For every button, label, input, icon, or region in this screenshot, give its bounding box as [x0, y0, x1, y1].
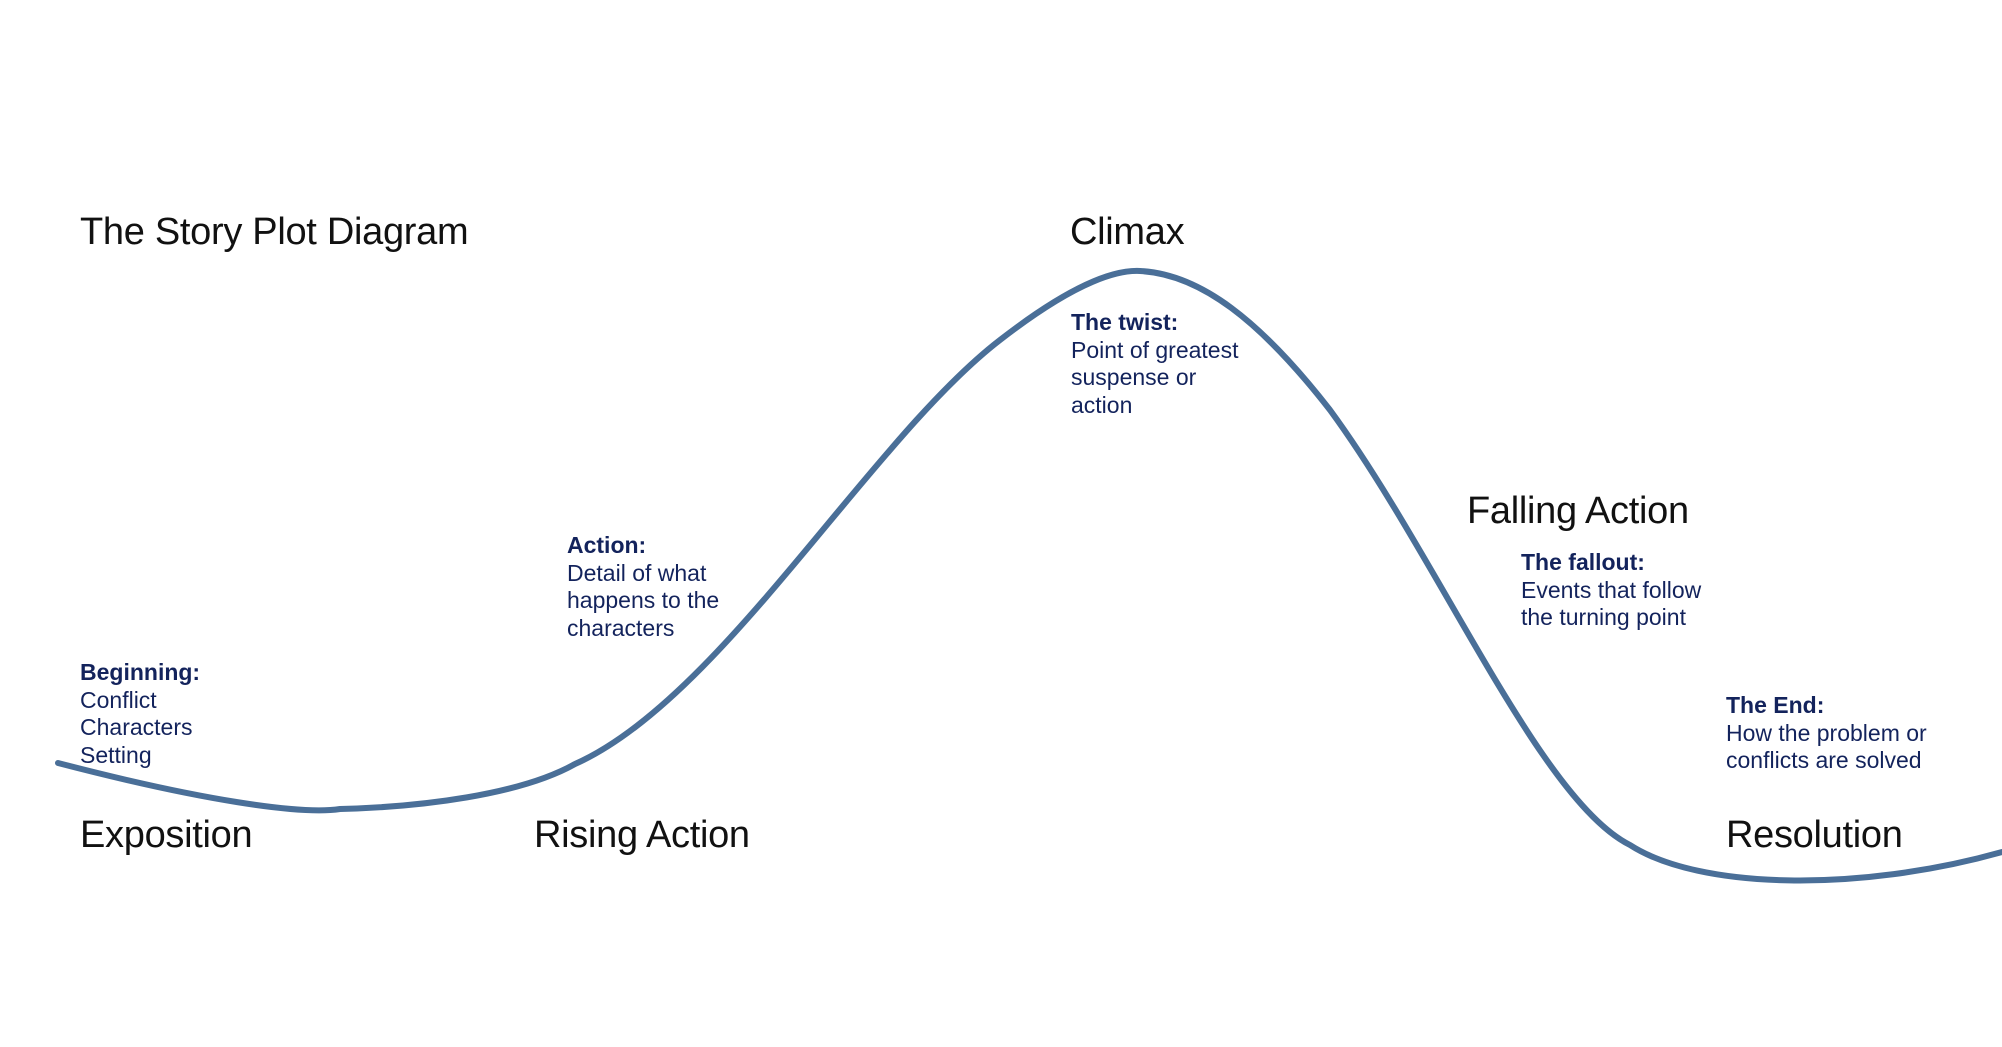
note-action-line: characters — [567, 614, 675, 641]
note-action-line: Detail of what — [567, 559, 707, 586]
stage-label-exposition: Exposition — [80, 814, 253, 856]
note-beginning-line: Characters — [80, 714, 193, 740]
note-beginning: Beginning: Conflict Characters Setting — [80, 659, 200, 769]
note-action-heading: Action: — [567, 532, 647, 558]
stage-label-climax: Climax — [1070, 211, 1185, 253]
stage-label-resolution: Resolution — [1726, 814, 1903, 856]
note-fallout-line: Events that follow — [1521, 576, 1702, 603]
plot-curve — [55, 267, 2002, 884]
diagram-title: The Story Plot Diagram — [80, 211, 469, 253]
note-twist-line: suspense or — [1071, 364, 1197, 390]
note-end: The End: How the problem or conflicts ar… — [1726, 692, 1927, 775]
note-end-line: conflicts are solved — [1726, 747, 1922, 773]
note-beginning-heading: Beginning: — [80, 659, 201, 685]
note-fallout: The fallout: Events that follow the turn… — [1521, 549, 1701, 632]
stage-label-rising-action: Rising Action — [534, 814, 750, 856]
note-fallout-heading: The fallout: — [1521, 549, 1645, 575]
note-action: Action: Detail of what happens to the ch… — [567, 532, 719, 642]
note-twist-line: Point of greatest — [1071, 336, 1239, 363]
note-beginning-line: Conflict — [80, 686, 157, 713]
note-fallout-line: the turning point — [1521, 604, 1686, 630]
note-twist: The twist: Point of greatest suspense or… — [1071, 309, 1239, 419]
note-end-line: How the problem or — [1726, 719, 1927, 746]
note-action-line: happens to the — [567, 587, 720, 613]
note-twist-line: action — [1071, 391, 1133, 418]
note-end-heading: The End: — [1726, 692, 1825, 718]
note-twist-heading: The twist: — [1071, 309, 1179, 335]
stage-label-falling-action: Falling Action — [1467, 490, 1689, 532]
note-beginning-line: Setting — [80, 741, 152, 768]
